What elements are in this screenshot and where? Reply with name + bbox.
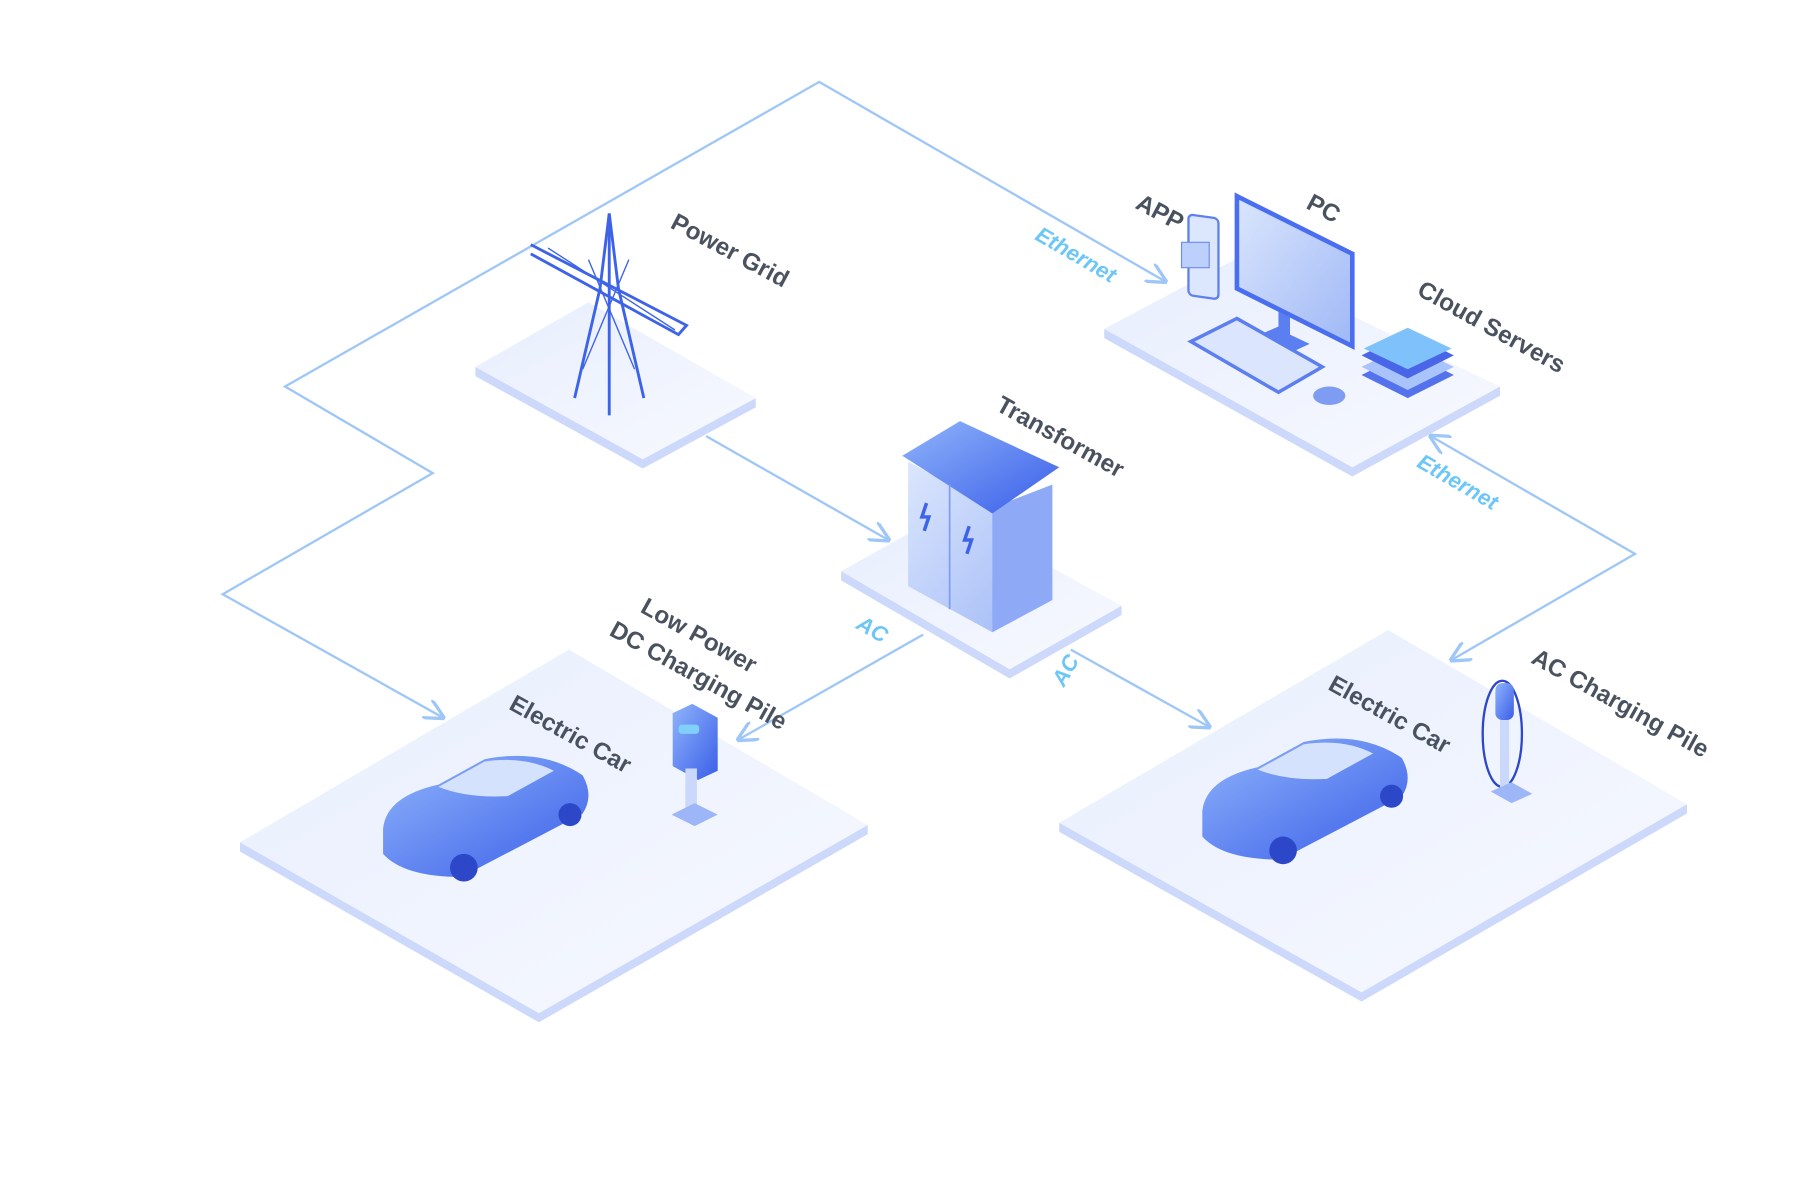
grid-to-transformer-line bbox=[705, 435, 888, 540]
keyboard-icon bbox=[1187, 316, 1326, 395]
label-power-grid: Power Grid bbox=[666, 209, 793, 293]
platform-power-grid bbox=[475, 302, 756, 469]
label-ac-right: AC bbox=[1046, 649, 1085, 691]
transformer-to-dc-pile-line bbox=[738, 633, 924, 740]
phone-app-icon bbox=[1180, 213, 1220, 300]
dc-charging-pile-icon bbox=[671, 703, 718, 827]
pc-monitor-icon bbox=[1234, 192, 1355, 352]
lightning-icon bbox=[919, 502, 932, 532]
connection-lines bbox=[220, 80, 1638, 740]
cloud-to-ac-pile-ethernet-line bbox=[1431, 436, 1638, 660]
transformer-icon bbox=[902, 421, 1060, 633]
electric-car-right-icon bbox=[1202, 738, 1408, 865]
electric-car-left-icon bbox=[383, 755, 589, 882]
lightning-icon bbox=[962, 525, 974, 555]
label-ac-left: AC bbox=[852, 610, 894, 649]
grid-to-pc-ethernet-line bbox=[220, 80, 1166, 718]
transformer-to-right-car-line bbox=[1070, 648, 1209, 727]
ac-charging-pile-icon bbox=[1481, 679, 1533, 804]
label-pc: PC bbox=[1302, 189, 1344, 229]
label-app: APP bbox=[1131, 189, 1188, 236]
power-tower-icon bbox=[530, 213, 689, 416]
mouse-icon bbox=[1313, 386, 1346, 405]
label-ethernet-right: Ethernet bbox=[1413, 449, 1504, 516]
cloud-server-icon bbox=[1361, 327, 1454, 399]
